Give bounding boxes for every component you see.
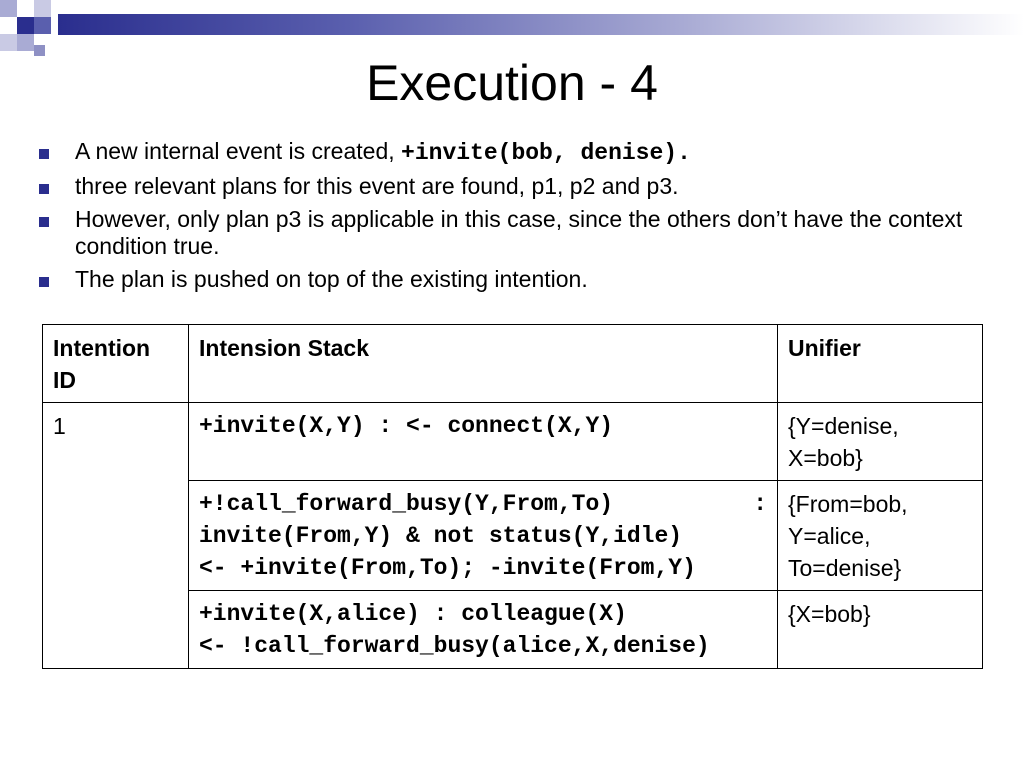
unifier-cell: {X=bob} — [777, 590, 983, 669]
stack-line: +invite(X,Y) : <- connect(X,Y) — [199, 413, 614, 439]
header-intension-stack: Intension Stack — [188, 324, 778, 403]
deco-square — [17, 34, 34, 51]
header-decoration — [0, 0, 1024, 62]
deco-square — [0, 17, 17, 34]
intention-id-cell: 1 — [42, 402, 189, 669]
header-gradient-bar — [58, 14, 1024, 35]
unifier-cell: {Y=denise, X=bob} — [777, 402, 983, 481]
table-row: +invite(X,alice) : colleague(X) <- !call… — [43, 590, 983, 669]
bullet-text: However, only plan p3 is applicable in t… — [75, 206, 963, 259]
deco-square — [0, 0, 17, 17]
stack-line: +invite(X,alice) : colleague(X) — [199, 601, 627, 627]
deco-square — [34, 17, 51, 34]
bullet-text: The plan is pushed on top of the existin… — [75, 266, 588, 292]
bullet-text: three relevant plans for this event are … — [75, 173, 679, 199]
stack-cell: +!call_forward_busy(Y,From,To): invite(F… — [188, 480, 778, 591]
slide-title: Execution - 4 — [366, 55, 658, 111]
bullet-text: A new internal event is created, — [75, 138, 402, 164]
stack-cell: +invite(X,Y) : <- connect(X,Y) — [188, 402, 778, 481]
square-bullet-icon — [39, 184, 49, 194]
stack-line-left: +!call_forward_busy(Y,From,To) — [199, 491, 614, 517]
unifier-cell: {From=bob, Y=alice, To=denise} — [777, 480, 983, 591]
bullet-item: However, only plan p3 is applicable in t… — [36, 206, 976, 260]
deco-square — [0, 34, 17, 51]
table-row: 1 +invite(X,Y) : <- connect(X,Y) {Y=deni… — [42, 402, 983, 669]
table-header-row: Intention ID Intension Stack Unifier — [42, 324, 983, 403]
deco-square — [17, 17, 34, 34]
unifier-line: Y=alice, — [788, 523, 871, 549]
square-bullet-icon — [39, 277, 49, 287]
stack-line: invite(From,Y) & not status(Y,idle) — [199, 523, 683, 549]
header-intention-id: Intention ID — [42, 324, 189, 403]
bullet-item: The plan is pushed on top of the existin… — [36, 266, 976, 293]
unifier-line: {X=bob} — [788, 601, 871, 627]
unifier-line: {Y=denise, — [788, 413, 899, 439]
stack-line-right: : — [753, 491, 767, 517]
square-bullet-icon — [39, 149, 49, 159]
stack-line: <- +invite(From,To); -invite(From,Y) — [199, 555, 696, 581]
unifier-line: {From=bob, — [788, 491, 908, 517]
bullet-item: A new internal event is created, +invite… — [36, 138, 976, 167]
square-bullet-icon — [39, 217, 49, 227]
deco-square — [34, 0, 51, 17]
deco-square — [34, 45, 45, 56]
stack-cell: +invite(X,alice) : colleague(X) <- !call… — [188, 590, 778, 669]
table-row: +!call_forward_busy(Y,From,To): invite(F… — [43, 480, 983, 591]
header-unifier: Unifier — [777, 324, 983, 403]
intention-table: Intention ID Intension Stack Unifier 1 +… — [42, 324, 983, 669]
bullet-code: +invite(bob, denise). — [401, 140, 691, 166]
stack-line: +!call_forward_busy(Y,From,To): — [199, 488, 767, 520]
unifier-line: To=denise} — [788, 555, 902, 581]
bullet-list: A new internal event is created, +invite… — [36, 138, 976, 299]
unifier-line: X=bob} — [788, 445, 863, 471]
stack-line: <- !call_forward_busy(alice,X,denise) — [199, 633, 710, 659]
deco-square — [17, 0, 34, 17]
bullet-item: three relevant plans for this event are … — [36, 173, 976, 200]
